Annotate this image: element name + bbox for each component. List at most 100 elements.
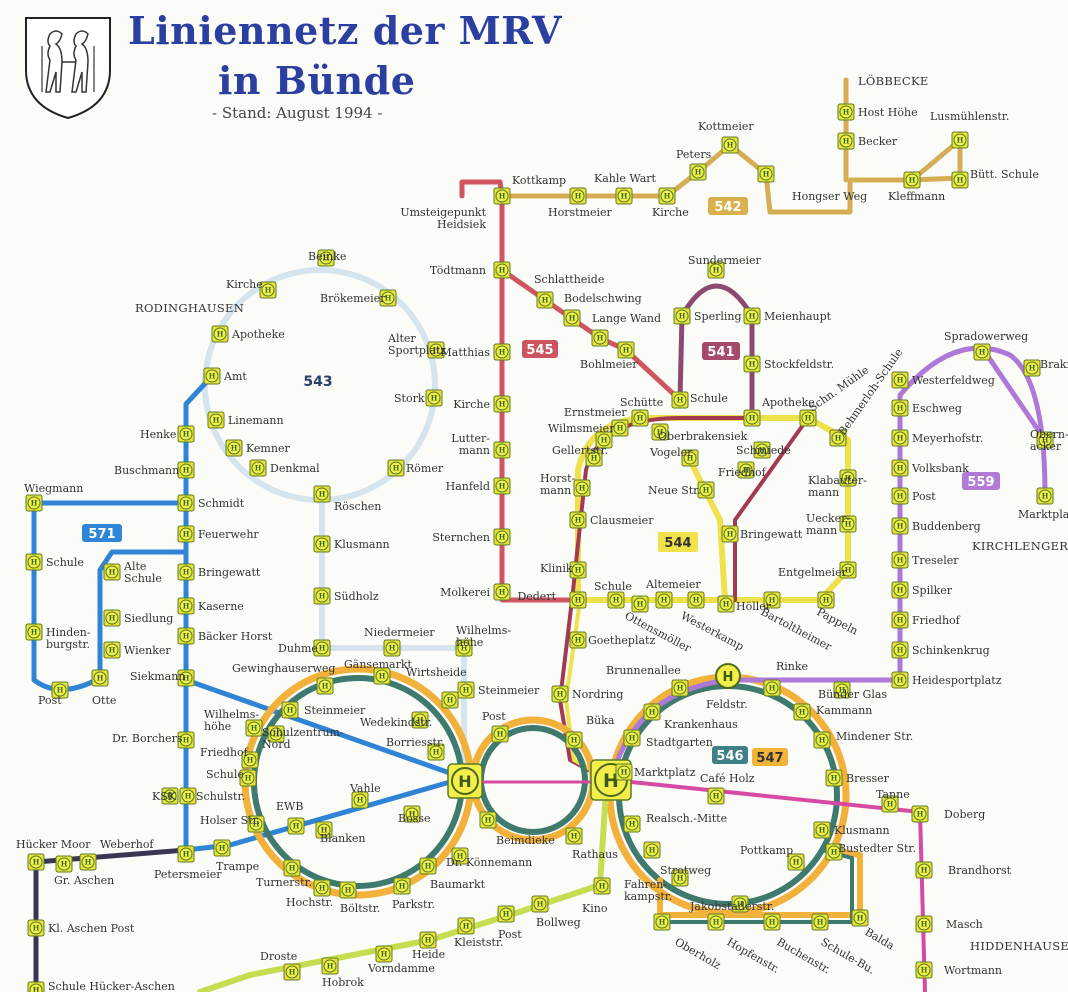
bus-stop-H-icon[interactable]: H: [25, 494, 43, 512]
bus-stop-H-icon[interactable]: H: [493, 528, 511, 546]
bus-stop-H-icon[interactable]: H: [973, 343, 991, 361]
bus-stop-H-icon[interactable]: H: [697, 481, 715, 499]
bus-stop-H-icon[interactable]: H: [593, 877, 611, 895]
bus-stop-H-icon[interactable]: H: [103, 609, 121, 627]
bus-stop-H-icon[interactable]: H: [177, 563, 195, 581]
bus-stop-H-icon[interactable]: H: [403, 805, 421, 823]
bus-stop-H-icon[interactable]: H: [825, 769, 843, 787]
bus-stop-H-icon[interactable]: H: [207, 411, 225, 429]
bus-stop-H-icon[interactable]: H: [689, 163, 707, 181]
bus-stop-H-icon[interactable]: H: [569, 631, 587, 649]
bus-stop-H-icon[interactable]: H: [623, 815, 641, 833]
bus-stop-H-icon[interactable]: H: [379, 289, 397, 307]
bus-stop-H-icon[interactable]: H: [493, 583, 511, 601]
bus-stop-H-icon[interactable]: H: [653, 913, 671, 931]
bus-stop-H-icon[interactable]: H: [411, 711, 429, 729]
hub-feldstr[interactable]: H: [715, 663, 741, 689]
bus-stop-H-icon[interactable]: H: [817, 591, 835, 609]
bus-stop-H-icon[interactable]: H: [1036, 431, 1054, 449]
bus-stop-H-icon[interactable]: H: [615, 763, 633, 781]
bus-stop-H-icon[interactable]: H: [757, 165, 775, 183]
bus-stop-H-icon[interactable]: H: [825, 843, 843, 861]
bus-stop-H-icon[interactable]: H: [177, 525, 195, 543]
bus-stop-H-icon[interactable]: H: [177, 494, 195, 512]
bus-stop-H-icon[interactable]: H: [267, 725, 285, 743]
bus-stop-H-icon[interactable]: H: [177, 731, 195, 749]
bus-stop-H-icon[interactable]: H: [813, 821, 831, 839]
bus-stop-H-icon[interactable]: H: [91, 669, 109, 687]
bus-stop-H-icon[interactable]: H: [585, 449, 603, 467]
bus-stop-H-icon[interactable]: H: [569, 591, 587, 609]
bus-stop-H-icon[interactable]: H: [851, 909, 869, 927]
bus-stop-H-icon[interactable]: H: [891, 429, 909, 447]
bus-stop-H-icon[interactable]: H: [27, 981, 45, 992]
bus-stop-H-icon[interactable]: H: [915, 915, 933, 933]
bus-stop-H-icon[interactable]: H: [617, 341, 635, 359]
bus-stop-H-icon[interactable]: H: [573, 479, 591, 497]
bus-stop-H-icon[interactable]: H: [313, 879, 331, 897]
bus-stop-H-icon[interactable]: H: [425, 389, 443, 407]
bus-stop-H-icon[interactable]: H: [891, 399, 909, 417]
bus-stop-H-icon[interactable]: H: [915, 961, 933, 979]
bus-stop-H-icon[interactable]: H: [643, 841, 661, 859]
bus-stop-H-icon[interactable]: H: [339, 881, 357, 899]
bus-stop-H-icon[interactable]: H: [763, 679, 781, 697]
bus-stop-H-icon[interactable]: H: [55, 855, 73, 873]
bus-stop-H-icon[interactable]: H: [671, 679, 689, 697]
bus-stop-H-icon[interactable]: H: [891, 459, 909, 477]
bus-stop-H-icon[interactable]: H: [839, 515, 857, 533]
bus-stop-H-icon[interactable]: H: [103, 641, 121, 659]
bus-stop-H-icon[interactable]: H: [569, 511, 587, 529]
bus-stop-H-icon[interactable]: H: [717, 595, 735, 613]
bus-stop-H-icon[interactable]: H: [707, 913, 725, 931]
bus-stop-H-icon[interactable]: H: [811, 913, 829, 931]
bus-stop-H-icon[interactable]: H: [441, 691, 459, 709]
bus-stop-H-icon[interactable]: H: [259, 281, 277, 299]
bus-stop-H-icon[interactable]: H: [493, 343, 511, 361]
bus-stop-H-icon[interactable]: H: [317, 249, 335, 267]
bus-stop-H-icon[interactable]: H: [241, 751, 259, 769]
bus-stop-H-icon[interactable]: H: [373, 667, 391, 685]
bus-stop-H-icon[interactable]: H: [737, 461, 755, 479]
bus-stop-H-icon[interactable]: H: [239, 769, 257, 787]
bus-stop-H-icon[interactable]: H: [673, 307, 691, 325]
bus-stop-H-icon[interactable]: H: [1023, 359, 1041, 377]
bus-stop-H-icon[interactable]: H: [671, 391, 689, 409]
bus-stop-H-icon[interactable]: H: [721, 136, 739, 154]
bus-stop-H-icon[interactable]: H: [631, 409, 649, 427]
bus-stop-H-icon[interactable]: H: [763, 591, 781, 609]
bus-stop-H-icon[interactable]: H: [25, 553, 43, 571]
bus-stop-H-icon[interactable]: H: [595, 431, 613, 449]
bus-stop-H-icon[interactable]: H: [615, 187, 633, 205]
bus-stop-H-icon[interactable]: H: [25, 623, 43, 641]
bus-stop-H-icon[interactable]: H: [643, 703, 661, 721]
bus-stop-H-icon[interactable]: H: [419, 931, 437, 949]
bus-stop-H-icon[interactable]: H: [837, 132, 855, 150]
bus-stop-H-icon[interactable]: H: [177, 425, 195, 443]
bus-stop-H-icon[interactable]: H: [891, 581, 909, 599]
bus-stop-H-icon[interactable]: H: [743, 409, 761, 427]
bus-stop-H-icon[interactable]: H: [563, 309, 581, 327]
bus-stop-H-icon[interactable]: H: [787, 853, 805, 871]
bus-stop-H-icon[interactable]: H: [313, 485, 331, 503]
bus-stop-H-icon[interactable]: H: [313, 639, 331, 657]
bus-stop-H-icon[interactable]: H: [79, 853, 97, 871]
bus-stop-H-icon[interactable]: H: [177, 845, 195, 863]
bus-stop-H-icon[interactable]: H: [951, 131, 969, 149]
bus-stop-H-icon[interactable]: H: [283, 963, 301, 981]
bus-stop-H-icon[interactable]: H: [891, 551, 909, 569]
bus-stop-H-icon[interactable]: H: [51, 681, 69, 699]
bus-stop-H-icon[interactable]: H: [551, 685, 569, 703]
bus-stop-H-icon[interactable]: H: [351, 791, 369, 809]
bus-stop-H-icon[interactable]: H: [536, 291, 554, 309]
bus-stop-H-icon[interactable]: H: [793, 703, 811, 721]
bus-stop-H-icon[interactable]: H: [891, 641, 909, 659]
bus-stop-H-icon[interactable]: H: [247, 815, 265, 833]
bus-stop-H-icon[interactable]: H: [493, 187, 511, 205]
bus-stop-H-icon[interactable]: H: [213, 839, 231, 857]
hub-west[interactable]: H: [447, 763, 483, 799]
bus-stop-H-icon[interactable]: H: [655, 591, 673, 609]
bus-stop-H-icon[interactable]: H: [493, 477, 511, 495]
bus-stop-H-icon[interactable]: H: [623, 729, 641, 747]
bus-stop-H-icon[interactable]: H: [393, 877, 411, 895]
